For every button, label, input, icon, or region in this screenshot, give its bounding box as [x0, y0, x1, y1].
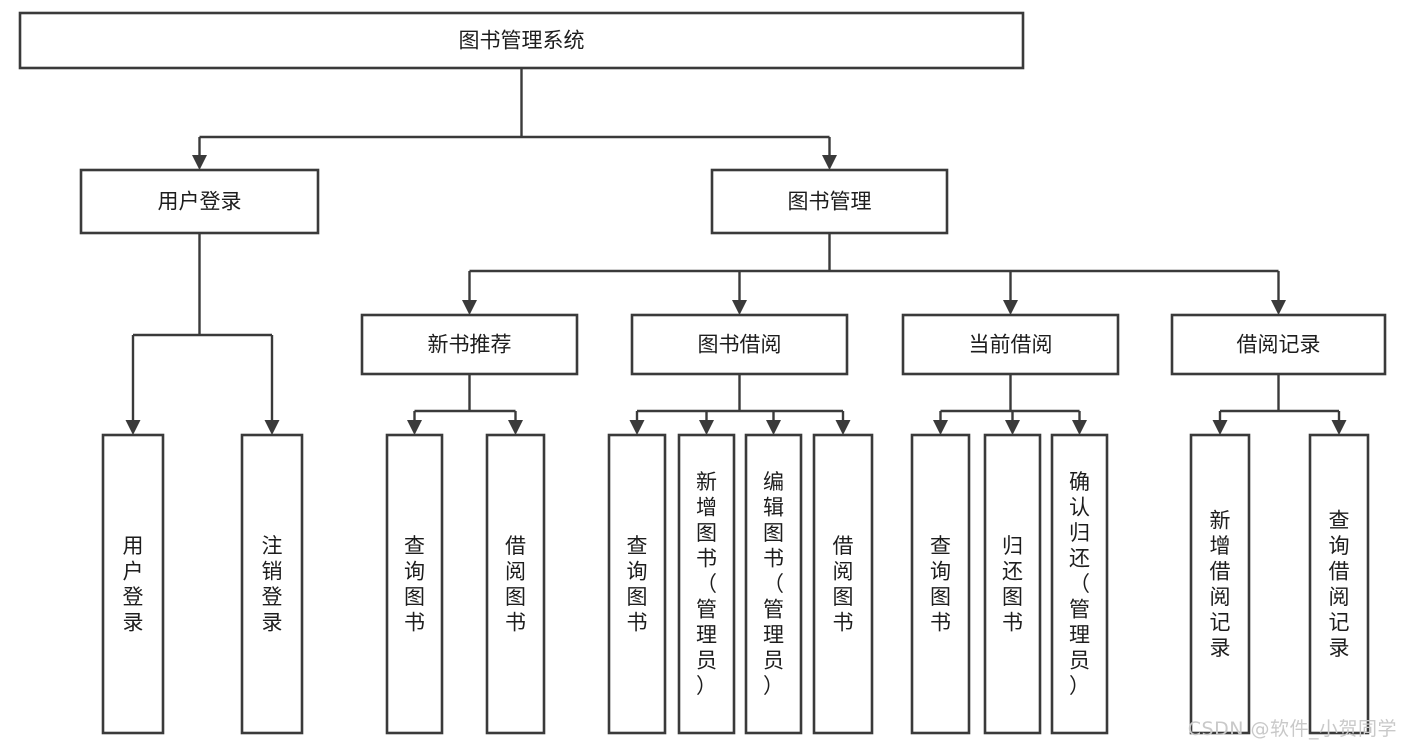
leaf-node-box[interactable]	[1050, 433, 1109, 735]
arrow-head-icon	[508, 420, 523, 435]
leaf-node-6[interactable]: 新增图书（管理员）	[677, 433, 736, 735]
arrow-head-icon	[822, 155, 837, 170]
leaf-node-box[interactable]	[485, 433, 546, 735]
leaf-node-13[interactable]: 查询借阅记录	[1308, 433, 1370, 735]
arrow-head-icon	[699, 420, 714, 435]
leaf-node-7[interactable]: 编辑图书（管理员）	[744, 433, 803, 735]
level2-node-label: 图书管理	[788, 190, 872, 214]
arrow-head-icon	[1003, 300, 1018, 315]
leaf-node-box[interactable]	[240, 433, 304, 735]
level2-node-1[interactable]: 用户登录	[79, 168, 320, 235]
leaf-node-label: 查询图书	[627, 534, 648, 635]
leaf-node-label: 查询借阅记录	[1329, 508, 1350, 660]
arrow-head-icon	[1072, 420, 1087, 435]
leaf-node-label: 确认归还（管理员）	[1069, 470, 1090, 698]
level3-node-box[interactable]	[630, 313, 849, 376]
leaf-node-label: 用户登录	[123, 534, 144, 635]
leaf-node-label: 新增借阅记录	[1210, 508, 1231, 660]
arrow-head-icon	[835, 420, 851, 435]
arrow-head-icon	[192, 155, 207, 170]
arrow-head-icon	[407, 420, 422, 435]
leaf-node-label: 查询图书	[404, 534, 425, 635]
leaf-node-box[interactable]	[101, 433, 165, 735]
leaf-node-label: 编辑图书（管理员）	[763, 470, 784, 698]
arrow-head-icon	[462, 300, 477, 315]
root-node-1[interactable]: 图书管理系统	[18, 11, 1025, 70]
leaf-node-label: 注销登录	[262, 534, 283, 635]
level3-node-1[interactable]: 新书推荐	[360, 313, 579, 376]
level2-node-2[interactable]: 图书管理	[710, 168, 949, 235]
level3-node-label: 当前借阅	[969, 333, 1053, 357]
leaf-node-8[interactable]: 借阅图书	[812, 433, 874, 735]
leaf-node-1[interactable]: 用户登录	[101, 433, 165, 735]
leaf-node-box[interactable]	[1308, 433, 1370, 735]
arrow-head-icon	[1331, 420, 1347, 435]
arrow-head-icon	[1212, 420, 1228, 435]
root-node-label: 图书管理系统	[459, 29, 585, 53]
arrow-head-icon	[629, 420, 645, 435]
leaf-node-box[interactable]	[744, 433, 803, 735]
leaf-node-label: 归还图书	[1002, 534, 1023, 635]
leaf-node-2[interactable]: 注销登录	[240, 433, 304, 735]
leaf-node-box[interactable]	[607, 433, 667, 735]
leaf-node-box[interactable]	[983, 433, 1042, 735]
leaf-node-label: 新增图书（管理员）	[696, 470, 717, 698]
level3-node-box[interactable]	[1170, 313, 1387, 376]
level2-node-label: 用户登录	[158, 190, 242, 214]
level3-node-box[interactable]	[901, 313, 1120, 376]
level3-node-label: 新书推荐	[428, 333, 512, 357]
watermark-text: CSDN @软件_小贺同学	[1187, 718, 1397, 740]
level2-node-box[interactable]	[710, 168, 949, 235]
leaf-node-label: 借阅图书	[833, 534, 854, 635]
leaf-node-9[interactable]: 查询图书	[910, 433, 971, 735]
arrow-head-icon	[264, 420, 280, 435]
arrow-head-icon	[1005, 420, 1020, 435]
leaf-node-box[interactable]	[385, 433, 444, 735]
arrow-head-icon	[1271, 300, 1286, 315]
arrow-head-icon	[732, 300, 747, 315]
leaf-node-box[interactable]	[677, 433, 736, 735]
level3-node-box[interactable]	[360, 313, 579, 376]
leaf-node-label: 查询图书	[930, 534, 951, 635]
leaf-node-box[interactable]	[812, 433, 874, 735]
leaf-node-5[interactable]: 查询图书	[607, 433, 667, 735]
leaf-node-box[interactable]	[1189, 433, 1251, 735]
arrow-head-icon	[933, 420, 948, 435]
level3-node-label: 借阅记录	[1237, 333, 1321, 357]
leaf-node-4[interactable]: 借阅图书	[485, 433, 546, 735]
leaf-node-12[interactable]: 新增借阅记录	[1189, 433, 1251, 735]
leaf-node-10[interactable]: 归还图书	[983, 433, 1042, 735]
leaf-node-11[interactable]: 确认归还（管理员）	[1050, 433, 1109, 735]
leaf-node-3[interactable]: 查询图书	[385, 433, 444, 735]
level3-node-2[interactable]: 图书借阅	[630, 313, 849, 376]
arrow-head-icon	[125, 420, 141, 435]
arrow-head-icon	[766, 420, 781, 435]
level3-node-label: 图书借阅	[698, 333, 782, 357]
leaf-node-box[interactable]	[910, 433, 971, 735]
root-node-box[interactable]	[18, 11, 1025, 70]
level2-node-box[interactable]	[79, 168, 320, 235]
level3-node-4[interactable]: 借阅记录	[1170, 313, 1387, 376]
node-layer: 图书管理系统用户登录图书管理新书推荐图书借阅当前借阅借阅记录用户登录注销登录查询…	[18, 11, 1387, 735]
level3-node-3[interactable]: 当前借阅	[901, 313, 1120, 376]
connector-layer	[125, 68, 1347, 435]
leaf-node-label: 借阅图书	[505, 534, 526, 635]
